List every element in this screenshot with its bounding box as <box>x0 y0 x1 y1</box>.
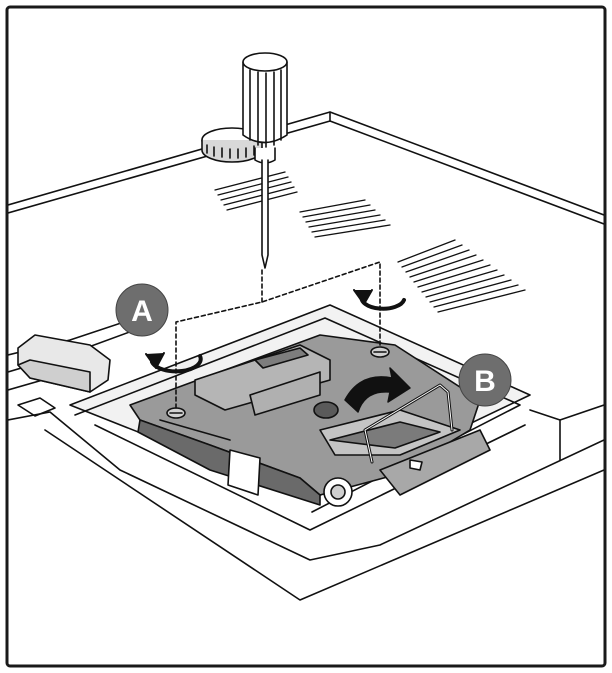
lift-arrow-icon <box>344 367 411 413</box>
vent-left <box>214 171 298 211</box>
rotate-ccw-icon-right <box>353 289 406 311</box>
projector-body <box>8 111 604 601</box>
callout-b: B <box>458 353 512 407</box>
screw-left <box>166 407 186 419</box>
screwdriver-icon <box>242 52 288 269</box>
lamp-handle-highlight <box>364 384 453 463</box>
callout-b-label: B <box>474 365 496 398</box>
rotate-ccw-icon <box>145 352 203 374</box>
adjustment-foot <box>201 127 263 163</box>
vent-grilles <box>214 171 526 313</box>
callout-a: A <box>115 283 169 337</box>
vent-center <box>299 199 391 238</box>
vent-right <box>397 239 526 313</box>
screw-guide-lines <box>175 261 381 409</box>
screw-right <box>370 346 390 358</box>
callout-a-label: A <box>131 295 153 328</box>
